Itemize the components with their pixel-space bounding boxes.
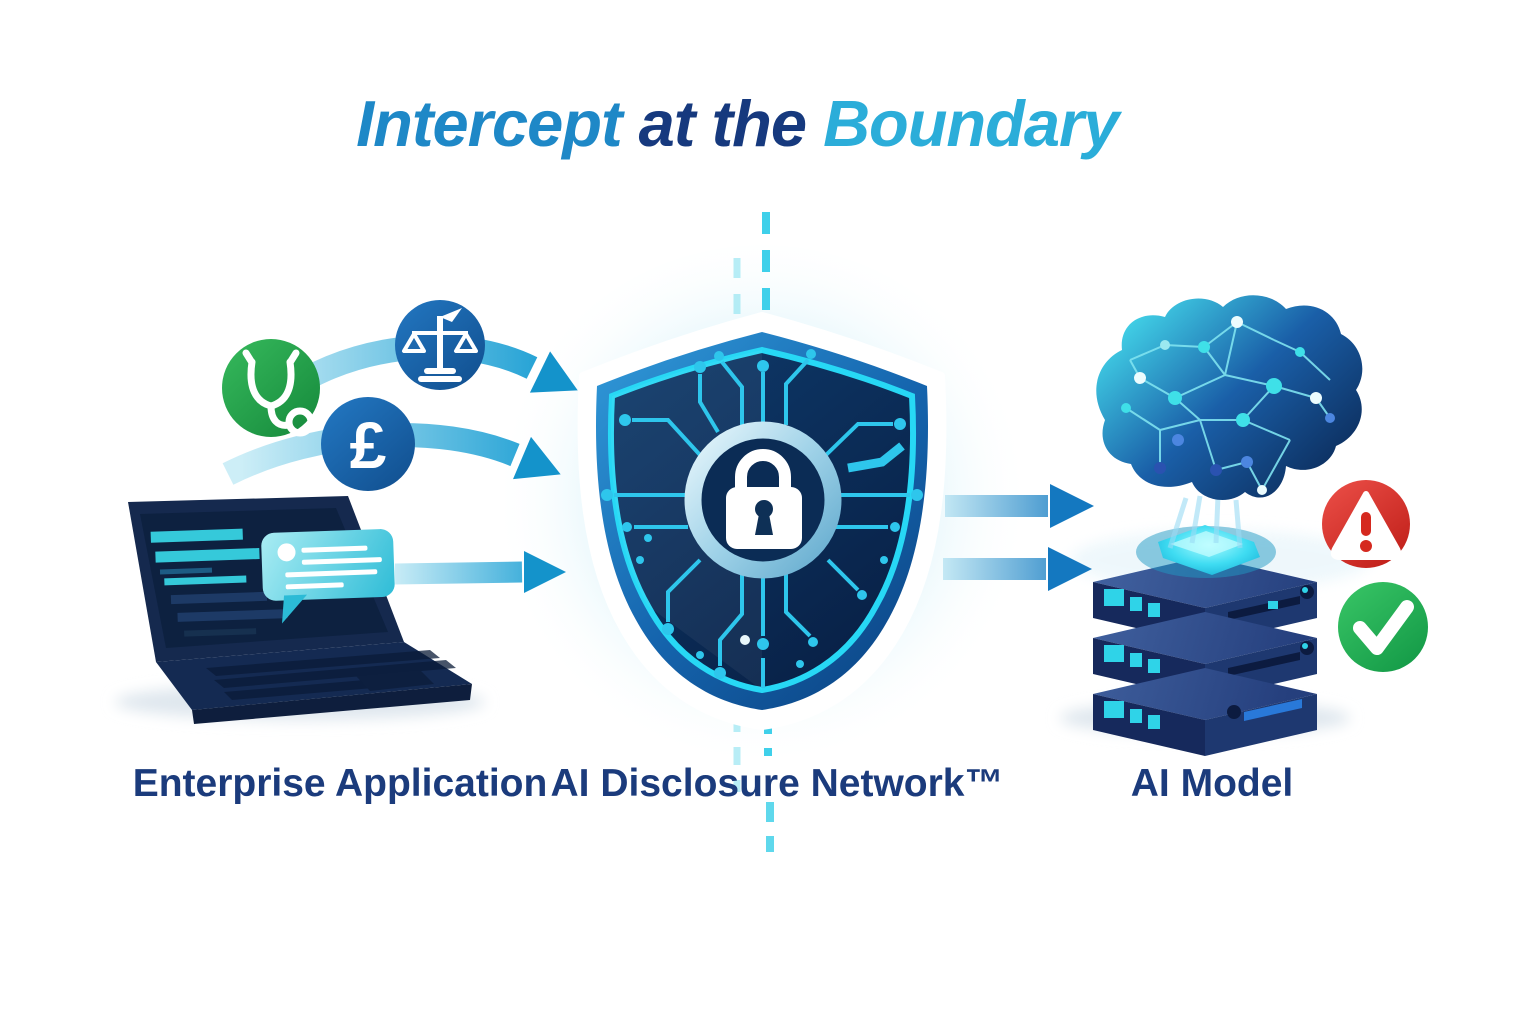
- laptop-screen-lines: [150, 528, 288, 637]
- pound-glyph: £: [350, 408, 387, 482]
- flow-arrow: [394, 561, 523, 585]
- lock-icon: [684, 421, 842, 579]
- brain-network-edges: [1125, 321, 1331, 491]
- flow-arrows-right: [943, 484, 1094, 591]
- laptop-keys: [206, 650, 456, 700]
- circuit-traces: [601, 349, 923, 688]
- brain-network-icon: [1096, 295, 1363, 501]
- shield-icon: [577, 312, 947, 730]
- title-at-the: at the: [621, 87, 824, 160]
- warning-icon: [1322, 480, 1410, 568]
- hologram-pad: [1136, 525, 1276, 578]
- server-unit: [1093, 556, 1317, 644]
- check-icon: [1338, 582, 1428, 672]
- laptop-icon: [128, 496, 472, 724]
- server-stack-icon: [1093, 495, 1317, 756]
- title-intercept: Intercept: [356, 87, 623, 160]
- label-ai-disclosure-network: AI Disclosure Network™: [550, 762, 1004, 805]
- scales-of-justice-icon: [395, 300, 485, 390]
- label-enterprise-application: Enterprise Application: [132, 762, 548, 805]
- chat-bubble-icon: [261, 529, 395, 624]
- label-ai-model: AI Model: [1130, 762, 1294, 805]
- page-title: Intercept at the Boundary: [356, 86, 1119, 161]
- hologram-beams: [1167, 495, 1243, 549]
- server-unit: [1093, 668, 1317, 756]
- title-boundary: Boundary: [823, 87, 1119, 160]
- brain-network-nodes: [1121, 316, 1335, 495]
- pound-sterling-icon: £: [321, 397, 415, 491]
- stethoscope-icon: [222, 339, 320, 437]
